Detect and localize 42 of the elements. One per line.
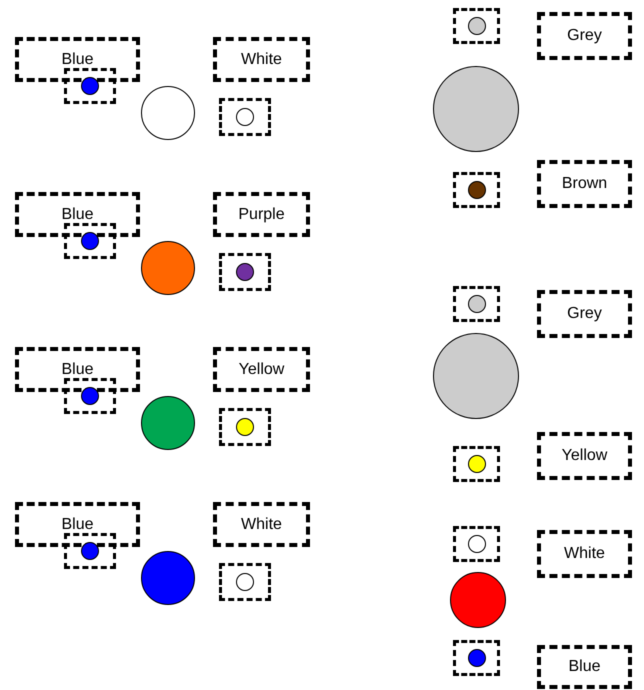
label-box: Purple: [213, 192, 310, 237]
label-box: Brown: [537, 160, 632, 208]
dashed-box: [64, 68, 116, 104]
color-dot: [81, 387, 99, 405]
dashed-box: [453, 446, 500, 482]
dashed-box: [453, 526, 500, 562]
label-box: Grey: [537, 12, 632, 60]
color-circle: [141, 396, 195, 450]
color-dot: [468, 295, 486, 313]
color-dot: [468, 649, 486, 667]
color-dot: [236, 263, 254, 281]
dashed-box: [453, 286, 500, 322]
dashed-box: [219, 563, 271, 601]
dashed-box: [219, 253, 271, 291]
dashed-box: [64, 223, 116, 259]
dashed-box: [219, 408, 271, 446]
label-box: White: [213, 37, 310, 82]
dashed-box: [453, 640, 500, 676]
color-dot: [468, 181, 486, 199]
color-circle: [141, 551, 195, 605]
label-box: Grey: [537, 290, 632, 338]
dashed-box: [453, 172, 500, 208]
color-circle: [141, 86, 195, 140]
dashed-box: [453, 8, 500, 44]
label-box: White: [213, 502, 310, 547]
color-dot: [236, 108, 254, 126]
color-dot: [81, 232, 99, 250]
color-dot: [81, 542, 99, 560]
dashed-box: [219, 98, 271, 136]
color-dot: [236, 418, 254, 436]
label-box: Yellow: [537, 432, 632, 480]
color-dot: [236, 573, 254, 591]
label-box: White: [537, 530, 632, 578]
color-dot: [468, 455, 486, 473]
color-dot: [81, 77, 99, 95]
color-dot: [468, 17, 486, 35]
dashed-box: [64, 533, 116, 569]
label-box: Blue: [537, 645, 632, 689]
label-box: Yellow: [213, 347, 310, 392]
dashed-box: [64, 378, 116, 414]
color-circle: [141, 241, 195, 295]
color-dot: [468, 535, 486, 553]
